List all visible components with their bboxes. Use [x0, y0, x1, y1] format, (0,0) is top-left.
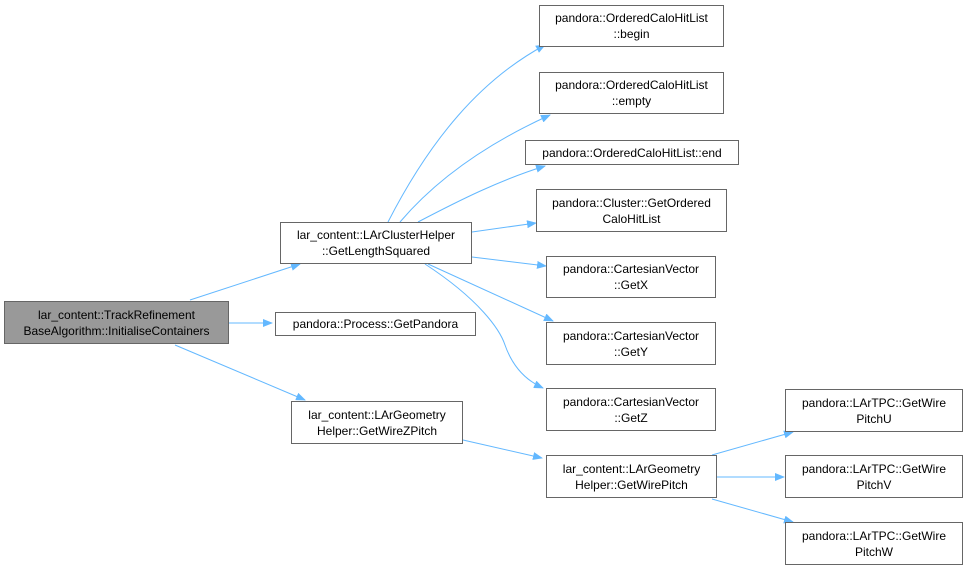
node-label-line: pandora::LArTPC::GetWire	[801, 461, 947, 476]
node-get-y[interactable]: pandora::CartesianVector ::GetY	[546, 322, 716, 365]
node-pitch-u[interactable]: pandora::LArTPC::GetWire PitchU	[785, 389, 963, 432]
edge-root-to-get-length-squared	[189, 262, 301, 301]
node-get-x[interactable]: pandora::CartesianVector ::GetX	[546, 256, 716, 298]
node-label-line: PitchW	[854, 544, 893, 559]
edge-z-pitch-to-wire-pitch	[462, 439, 543, 460]
node-ordered-begin[interactable]: pandora::OrderedCaloHitList ::begin	[539, 5, 724, 47]
node-pitch-w[interactable]: pandora::LArTPC::GetWire PitchW	[785, 522, 963, 565]
node-get-wire-pitch[interactable]: lar_content::LArGeometry Helper::GetWire…	[546, 455, 717, 498]
edge-length-to-get-y	[427, 263, 554, 322]
node-label-line: PitchV	[856, 477, 892, 492]
node-label-line: BaseAlgorithm::InitialiseContainers	[23, 323, 210, 338]
node-label-line: pandora::LArTPC::GetWire	[801, 528, 947, 543]
node-get-pandora[interactable]: pandora::Process::GetPandora	[275, 312, 476, 336]
node-label-line: ::begin	[613, 27, 650, 41]
node-label-line: Helper::GetWirePitch	[575, 477, 688, 492]
edge-wire-pitch-to-w	[711, 498, 794, 524]
node-label-line: pandora::CartesianVector	[562, 328, 700, 343]
node-label-line: pandora::OrderedCaloHitList	[555, 78, 708, 92]
node-ordered-end[interactable]: pandora::OrderedCaloHitList::end	[525, 140, 739, 165]
node-label-line: PitchU	[856, 411, 892, 426]
edge-root-to-get-wire-z-pitch	[174, 344, 306, 401]
node-label-line: ::empty	[611, 94, 652, 108]
node-label-line: pandora::Process::GetPandora	[292, 317, 459, 331]
edge-length-to-empty	[399, 114, 551, 223]
node-label-line: pandora::OrderedCaloHitList	[555, 11, 708, 25]
edge-wire-pitch-to-u	[711, 430, 794, 456]
node-label-line: ::GetZ	[614, 410, 648, 425]
node-get-ordered-calo-hit-list[interactable]: pandora::Cluster::GetOrdered CaloHitList	[536, 189, 727, 232]
node-label-line: Helper::GetWireZPitch	[316, 423, 438, 438]
node-label-line: lar_content::LArGeometry	[562, 461, 701, 476]
node-get-z[interactable]: pandora::CartesianVector ::GetZ	[546, 388, 716, 431]
node-label-line: lar_content::TrackRefinement	[38, 307, 195, 322]
edge-length-to-get-x	[471, 256, 547, 269]
node-get-wire-z-pitch[interactable]: lar_content::LArGeometry Helper::GetWire…	[291, 401, 463, 444]
node-label-line: pandora::CartesianVector	[562, 262, 700, 276]
node-label-line: pandora::OrderedCaloHitList::end	[542, 145, 722, 160]
node-ordered-empty[interactable]: pandora::OrderedCaloHitList ::empty	[539, 72, 724, 114]
node-pitch-v[interactable]: pandora::LArTPC::GetWire PitchV	[785, 455, 963, 498]
node-label-line: ::GetLengthSquared	[321, 244, 431, 258]
node-label-line: pandora::Cluster::GetOrdered	[552, 195, 711, 210]
edge-length-to-ordered-calo	[471, 220, 537, 233]
node-label-line: ::GetX	[613, 278, 648, 292]
edge-length-to-get-z	[424, 263, 544, 389]
node-label-line: lar_content::LArGeometry	[308, 407, 446, 422]
node-label-line: pandora::LArTPC::GetWire	[801, 395, 947, 410]
edge-length-to-begin	[387, 44, 546, 223]
node-label-line: ::GetY	[613, 344, 648, 359]
node-get-length-squared[interactable]: lar_content::LArClusterHelper ::GetLengt…	[280, 222, 472, 264]
node-label-line: pandora::CartesianVector	[562, 394, 700, 409]
edge-length-to-end	[417, 164, 546, 223]
node-label-line: CaloHitList	[602, 211, 661, 226]
node-label-line: lar_content::LArClusterHelper	[296, 228, 456, 242]
node-initialise-containers[interactable]: lar_content::TrackRefinement BaseAlgorit…	[4, 301, 229, 344]
